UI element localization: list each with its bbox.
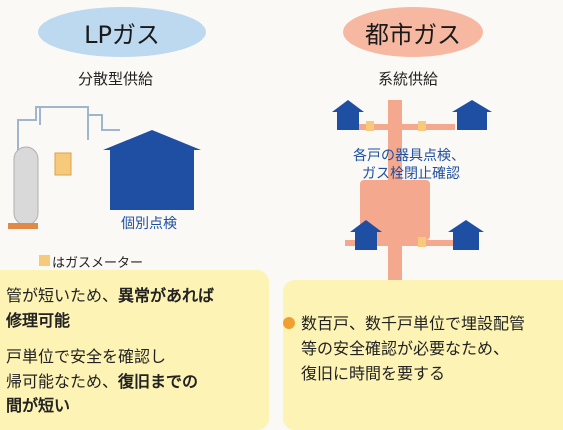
city-house-icons	[332, 100, 492, 250]
lp-note-line-3: 戸単位で安全を確認し	[6, 343, 166, 367]
city-note-line-2: 等の安全確認が必要なため、	[301, 339, 510, 358]
bullet-icon	[283, 317, 295, 329]
lp-subtitle: 分散型供給	[78, 70, 154, 88]
lp-gas-diagram	[8, 106, 201, 229]
lp-note-line-4: 帰可能なため、復旧までの	[6, 368, 198, 392]
city-subtitle: 系統供給	[378, 70, 439, 88]
city-gas-title-text: 都市ガス	[365, 20, 461, 49]
city-note-line-1: 数百戸、数千戸単位で埋設配管	[301, 314, 526, 333]
lp-note-line-4-bold: 復旧までの	[118, 372, 199, 391]
lp-note-line-5-bold: 間が短い	[6, 396, 71, 415]
lp-note-line-5: 間が短い	[6, 392, 70, 416]
lp-note-line-3-text: 戸単位で安全を確認し	[6, 347, 167, 366]
city-note-line-3: 復旧に時間を要する	[301, 364, 446, 383]
lp-gas-title-text: LPガス	[84, 20, 160, 49]
city-gas-title: 都市ガス	[343, 7, 483, 57]
lp-pipe-lines	[17, 106, 120, 150]
gas-cylinder	[8, 146, 39, 229]
lp-note-line-2: 修理可能	[6, 307, 70, 331]
legend-meter-text: はガスメーター	[52, 256, 144, 271]
lp-note-line-2-bold: 修理可能	[6, 311, 71, 330]
city-notes-panel	[283, 280, 563, 430]
city-check-label-2: ガス栓閉止確認	[362, 166, 460, 182]
city-pipe-network	[345, 100, 455, 280]
lp-notes-panel	[0, 270, 269, 430]
lp-note-line-4-text: 帰可能なため、	[6, 372, 119, 391]
lp-check-label: 個別点検	[121, 216, 177, 232]
city-gas-diagram	[332, 100, 492, 280]
lp-note-line-1-bold: 異常があれば	[118, 286, 215, 305]
legend-meter-swatch	[39, 255, 50, 266]
lp-gas-title: LPガス	[38, 7, 206, 57]
city-check-label-1: 各戸の器具点検、	[353, 148, 465, 164]
gas-meter	[54, 152, 72, 176]
lp-house-icon	[103, 130, 201, 210]
lp-note-line-1: 管が短いため、異常があれば	[6, 282, 214, 306]
lp-note-line-1-text: 管が短いため、	[6, 286, 119, 305]
